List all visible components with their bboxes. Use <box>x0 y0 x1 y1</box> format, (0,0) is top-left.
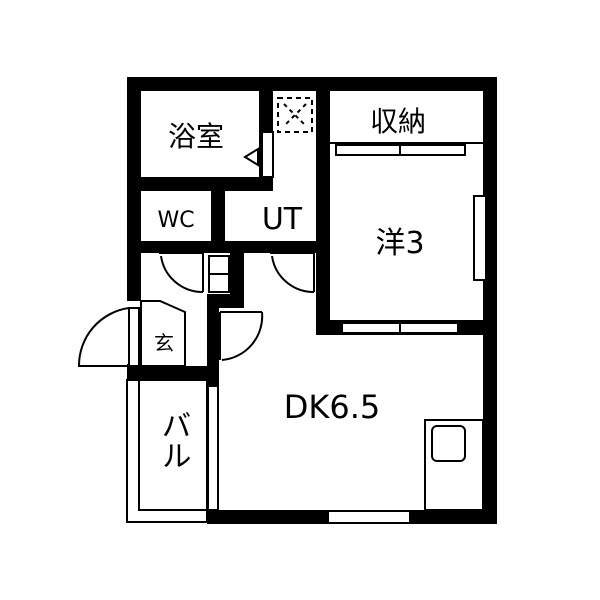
room-label-balcony: バル <box>156 410 191 470</box>
room-label-storage: 収納 <box>370 105 426 138</box>
room-label-western: 洋3 <box>375 226 424 261</box>
svg-text:バル: バル <box>156 410 191 470</box>
storage-sliding-door <box>330 142 483 156</box>
ut-door <box>270 252 315 294</box>
balcony <box>126 379 219 523</box>
sink-icon <box>431 425 466 462</box>
kitchen-counter <box>424 419 484 511</box>
bath-door <box>261 131 274 178</box>
room-label-dk: DK6.5 <box>284 388 381 426</box>
dk-door[interactable] <box>219 311 264 361</box>
bath-door-arrow-icon <box>243 147 259 167</box>
entrance-door[interactable] <box>77 307 140 367</box>
room-label-entrance: 玄 <box>154 331 174 355</box>
western-sliding-door <box>330 320 483 334</box>
shoe-box <box>140 300 186 367</box>
window-western <box>473 195 487 281</box>
room-label-bath: 浴室 <box>168 120 224 153</box>
washer-pan-icon <box>277 97 313 133</box>
wc-door <box>159 252 204 294</box>
room-label-ut: UT <box>262 202 303 237</box>
window-dk <box>327 510 411 524</box>
room-label-wc: WC <box>157 208 194 233</box>
